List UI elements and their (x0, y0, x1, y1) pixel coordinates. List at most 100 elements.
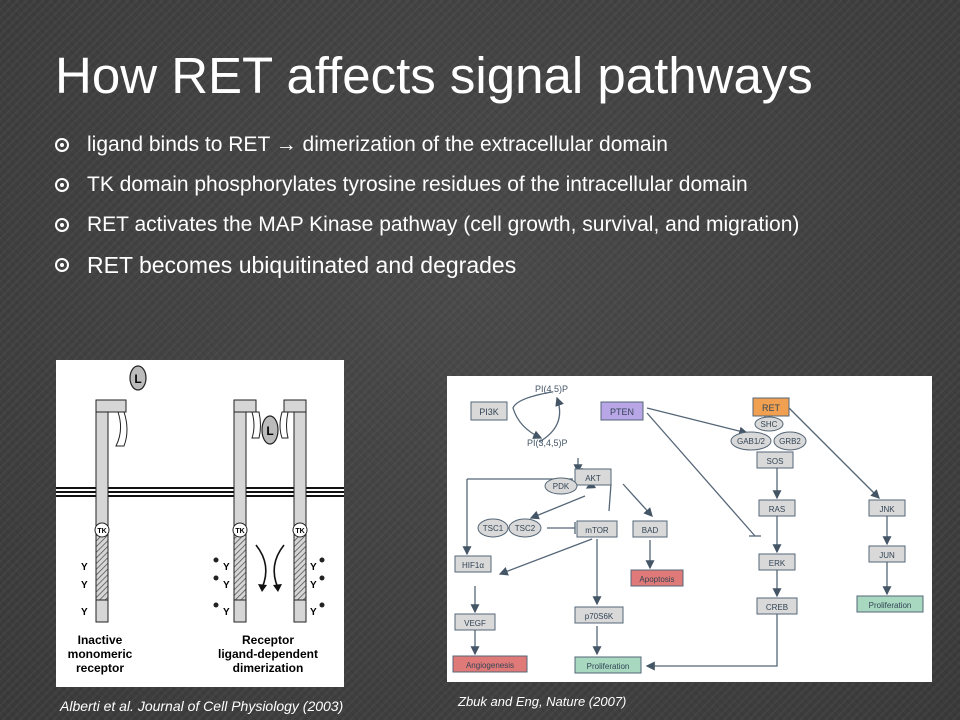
node-ret-box (752, 397, 790, 417)
node-proliferation-center-box (574, 656, 642, 674)
node-pten: PTEN (610, 407, 634, 417)
tk-label: TK (97, 528, 106, 535)
node-bad: BAD (642, 526, 659, 535)
bullet-icon (55, 258, 69, 272)
node-jnk: JNK (879, 505, 895, 514)
caption-zbuk: Zbuk and Eng, Nature (2007) (458, 694, 627, 709)
node-bad-box (632, 520, 668, 538)
node-ret: RET (762, 403, 781, 413)
node-pdk-shape (544, 477, 578, 495)
receptor-figure: L TK Y Y Y TK Y Y (56, 360, 344, 687)
phospho-arrow (273, 544, 285, 589)
bullet-text: RET becomes ubiquitinated and degrades (87, 252, 517, 278)
node-erk: ERK (769, 559, 786, 568)
node-pdk: PDK (553, 482, 570, 491)
label-receptor: ligand-dependent (218, 647, 318, 661)
dimer-receptor-left: TK Y Y Y (213, 399, 261, 623)
label-inactive: monomeric (68, 647, 133, 661)
caption-alberti: Alberti et al. Journal of Cell Physiolog… (60, 698, 344, 714)
ligand-label: L (266, 424, 273, 438)
node-apoptosis: Apoptosis (639, 575, 674, 584)
bullet-text: ligand binds to RET → dimerization of th… (87, 133, 668, 156)
node-vegf: VEGF (464, 619, 486, 628)
receptor-diagram: L TK Y Y Y TK Y Y (56, 365, 344, 675)
node-jun: JUN (879, 551, 895, 560)
node-gab12-shape (730, 431, 772, 451)
slide-title: How RET affects signal pathways (55, 47, 813, 104)
bullet-item: ligand binds to RET → dimerization of th… (55, 132, 915, 158)
label-receptor: Receptor (242, 633, 294, 647)
label-inactive: Inactive (78, 633, 123, 647)
bullet-icon (55, 178, 69, 192)
node-p70s6k: p70S6K (585, 612, 614, 621)
tk-label: TK (235, 528, 244, 535)
node-shc-shape (754, 416, 784, 432)
ligand-bound (261, 415, 279, 445)
ligand-label: L (134, 372, 141, 386)
node-apoptosis-box (630, 569, 684, 587)
bullet-item: RET becomes ubiquitinated and degrades (55, 252, 915, 278)
node-mtor-box (576, 520, 618, 538)
label-receptor: dimerization (233, 661, 304, 675)
node-shc: SHC (761, 420, 778, 429)
node-erk-box (758, 553, 796, 571)
node-tsc2-shape (508, 518, 542, 538)
monomeric-receptor: TK Y Y Y (81, 399, 128, 623)
tyrosine-label: Y (223, 562, 230, 573)
node-proliferation-right-box (856, 595, 924, 613)
node-jnk-box (868, 499, 906, 517)
node-tsc2: TSC2 (515, 524, 536, 533)
label-inactive: receptor (76, 661, 124, 675)
tyrosine-label: Y (310, 562, 317, 573)
node-pi3k-box (470, 401, 508, 421)
node-pi345p: PI(3,4,5)P (527, 438, 568, 448)
node-tsc1: TSC1 (483, 524, 504, 533)
dimer-receptor-right: TK Y Y Y (279, 399, 325, 623)
tyrosine-label: Y (223, 607, 230, 618)
phospho-arrow (255, 544, 267, 589)
node-grb2-shape (773, 431, 807, 451)
tyrosine-label: Y (310, 607, 317, 618)
node-hif1a: HIF1α (462, 561, 484, 570)
pathway-edges (462, 391, 892, 671)
tyrosine-label: Y (81, 562, 88, 573)
node-sos: SOS (767, 457, 784, 466)
tyrosine-label: Y (81, 580, 88, 591)
pathway-figure: PI(4,5)P PI(3,4,5)P PI3K PTEN RET SHC GA… (447, 376, 932, 682)
bullet-list: ligand binds to RET → dimerization of th… (55, 132, 915, 292)
tyrosine-label: Y (310, 580, 317, 591)
node-creb: CREB (766, 603, 788, 612)
node-pten-box (600, 401, 644, 421)
bullet-text: RET activates the MAP Kinase pathway (ce… (87, 213, 800, 236)
bullet-icon (55, 218, 69, 232)
tyrosine-label: Y (223, 580, 230, 591)
node-akt-box (574, 468, 612, 486)
node-proliferation-center: Proliferation (587, 662, 630, 671)
node-tsc1-shape (477, 518, 509, 538)
node-creb-box (756, 597, 798, 615)
ligand-free (129, 365, 147, 391)
node-vegf-box (454, 613, 496, 631)
node-angiogenesis: Angiogenesis (466, 661, 514, 670)
node-sos-box (756, 451, 794, 469)
bullet-item: RET activates the MAP Kinase pathway (ce… (55, 212, 915, 238)
node-jun-box (868, 545, 906, 563)
bullet-text: TK domain phosphorylates tyrosine residu… (87, 173, 748, 196)
tk-label: TK (295, 528, 304, 535)
node-p70s6k-box (574, 606, 624, 624)
node-mtor: mTOR (585, 526, 609, 535)
tyrosine-label: Y (81, 607, 88, 618)
node-ras-box (758, 499, 796, 517)
node-grb2: GRB2 (779, 437, 801, 446)
bullet-item: TK domain phosphorylates tyrosine residu… (55, 172, 915, 198)
node-pi45p: PI(4,5)P (535, 384, 568, 394)
node-ras: RAS (769, 505, 785, 514)
node-angiogenesis-box (452, 655, 528, 673)
node-hif1a-box (454, 555, 492, 573)
pathway-diagram: PI(4,5)P PI(3,4,5)P PI3K PTEN RET SHC GA… (452, 384, 924, 674)
bullet-icon (55, 138, 69, 152)
node-gab12: GAB1/2 (737, 437, 766, 446)
node-pi3k: PI3K (479, 407, 499, 417)
node-akt: AKT (585, 474, 601, 483)
